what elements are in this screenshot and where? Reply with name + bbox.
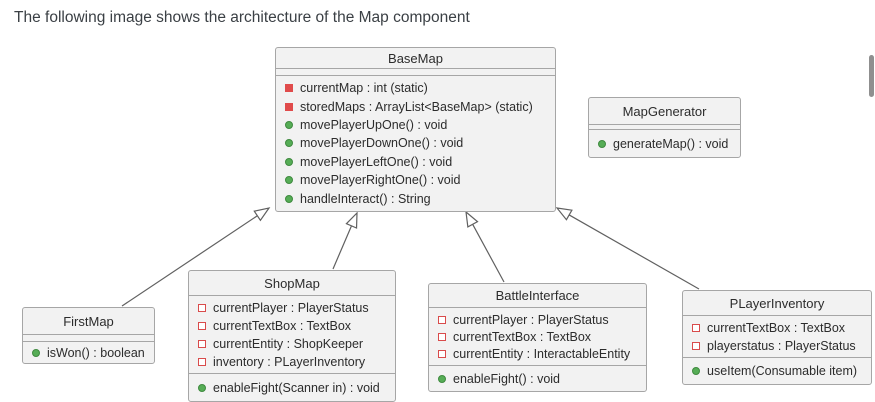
member-row: handleInteract() : String <box>276 190 555 208</box>
field-icon <box>198 340 206 348</box>
method-icon <box>285 176 293 185</box>
class-compartment: enableFight(Scanner in) : void <box>189 374 395 401</box>
member-row: currentEntity : InteractableEntity <box>429 346 646 363</box>
member-text: movePlayerDownOne() : void <box>300 136 464 151</box>
method-icon <box>285 157 293 166</box>
member-text: currentTextBox : TextBox <box>213 319 352 333</box>
member-row: inventory : PLayerInventory <box>189 353 395 371</box>
field-icon <box>438 315 446 324</box>
edge-playerinventory-to-basemap <box>568 214 700 290</box>
vertical-scrollbar-thumb[interactable] <box>869 55 874 97</box>
class-playerinventory: PLayerInventory currentTextBox : TextBox p… <box>682 290 872 385</box>
field-icon <box>198 322 206 330</box>
inheritance-arrowhead <box>465 210 479 228</box>
member-row: generateMap() : void <box>589 133 740 154</box>
class-compartment: currentPlayer : PlayerStatus currentTextB… <box>189 296 395 374</box>
member-text: currentEntity : ShopKeeper <box>213 337 364 351</box>
class-title-shopmap: ShopMap <box>189 271 395 296</box>
member-text: inventory : PLayerInventory <box>213 355 366 369</box>
member-text: enableFight() : void <box>453 371 561 386</box>
static-field-icon <box>285 84 293 93</box>
field-icon <box>198 304 206 312</box>
member-row: enableFight() : void <box>429 369 646 388</box>
field-icon <box>692 324 700 332</box>
member-text: storedMaps : ArrayList<BaseMap> (static) <box>300 99 533 114</box>
member-text: handleInteract() : String <box>300 191 431 206</box>
member-row: movePlayerLeftOne() : void <box>276 153 555 171</box>
member-text: enableFight(Scanner in) : void <box>213 380 380 395</box>
method-icon <box>285 139 293 148</box>
class-title-firstmap: FirstMap <box>23 308 154 335</box>
member-text: currentEntity : InteractableEntity <box>453 347 631 362</box>
empty-fields-compartment <box>589 125 740 130</box>
class-compartment: generateMap() : void <box>589 130 740 157</box>
class-title-mapgenerator: MapGenerator <box>589 98 740 125</box>
member-text: currentPlayer : PlayerStatus <box>213 301 369 315</box>
class-mapgenerator: MapGenerator generateMap() : void <box>588 97 741 158</box>
edge-firstmap-to-basemap <box>121 215 258 307</box>
member-text: movePlayerLeftOne() : void <box>300 154 453 169</box>
method-icon <box>598 139 606 148</box>
class-title-playerinventory: PLayerInventory <box>683 291 871 316</box>
member-row: movePlayerRightOne() : void <box>276 171 555 189</box>
member-row: storedMaps : ArrayList<BaseMap> (static) <box>276 97 555 115</box>
edge-shopmap-to-basemap <box>332 225 353 270</box>
class-compartment: enableFight() : void <box>429 366 646 391</box>
class-title-battleinterface: BattleInterface <box>429 284 646 308</box>
field-icon <box>198 358 206 366</box>
member-row: currentTextBox : TextBox <box>189 317 395 335</box>
class-title-basemap: BaseMap <box>276 48 555 69</box>
member-row: currentTextBox : TextBox <box>429 328 646 345</box>
empty-fields-compartment <box>23 335 154 342</box>
class-compartment: currentPlayer : PlayerStatus currentTextB… <box>429 308 646 366</box>
method-icon <box>198 383 206 392</box>
field-icon <box>438 332 446 341</box>
member-text: movePlayerUpOne() : void <box>300 118 448 133</box>
member-row: currentPlayer : PlayerStatus <box>429 311 646 328</box>
member-text: isWon() : boolean <box>47 345 145 360</box>
edge-battleinterface-to-basemap <box>472 224 505 283</box>
inheritance-arrowhead <box>253 207 271 222</box>
member-row: isWon() : boolean <box>23 345 154 360</box>
inheritance-arrowhead <box>345 211 358 229</box>
class-compartment: currentMap : int (static) storedMaps : Ar… <box>276 76 555 211</box>
method-icon <box>438 374 446 383</box>
static-field-icon <box>285 102 293 111</box>
method-icon <box>285 121 293 130</box>
member-text: currentMap : int (static) <box>300 81 428 96</box>
page-heading: The following image shows the architectu… <box>14 9 470 26</box>
member-text: playerstatus : PlayerStatus <box>707 339 856 353</box>
member-row: currentTextBox : TextBox <box>683 319 871 337</box>
member-row: movePlayerDownOne() : void <box>276 134 555 152</box>
member-row: currentEntity : ShopKeeper <box>189 335 395 353</box>
member-row: enableFight(Scanner in) : void <box>189 377 395 398</box>
empty-fields-compartment <box>276 69 555 76</box>
member-text: currentTextBox : TextBox <box>453 329 592 344</box>
class-basemap: BaseMap currentMap : int (static) storedMa… <box>275 47 556 212</box>
member-text: useItem(Consumable item) <box>707 364 858 378</box>
member-text: generateMap() : void <box>613 136 729 151</box>
class-compartment: isWon() : boolean <box>23 342 154 363</box>
field-icon <box>438 350 446 359</box>
member-row: currentPlayer : PlayerStatus <box>189 299 395 317</box>
member-text: movePlayerRightOne() : void <box>300 173 461 188</box>
field-icon <box>692 342 700 350</box>
member-row: movePlayerUpOne() : void <box>276 116 555 134</box>
class-firstmap: FirstMap isWon() : boolean <box>22 307 155 364</box>
inheritance-arrowhead <box>555 207 573 221</box>
method-icon <box>692 367 700 375</box>
member-row: currentMap : int (static) <box>276 79 555 97</box>
class-compartment: currentTextBox : TextBox playerstatus : P… <box>683 316 871 358</box>
member-row: playerstatus : PlayerStatus <box>683 337 871 355</box>
member-text: currentTextBox : TextBox <box>707 321 846 335</box>
class-compartment: useItem(Consumable item) <box>683 358 871 384</box>
method-icon <box>285 194 293 203</box>
member-text: currentPlayer : PlayerStatus <box>453 312 609 327</box>
method-icon <box>32 348 40 357</box>
member-row: useItem(Consumable item) <box>683 361 871 381</box>
